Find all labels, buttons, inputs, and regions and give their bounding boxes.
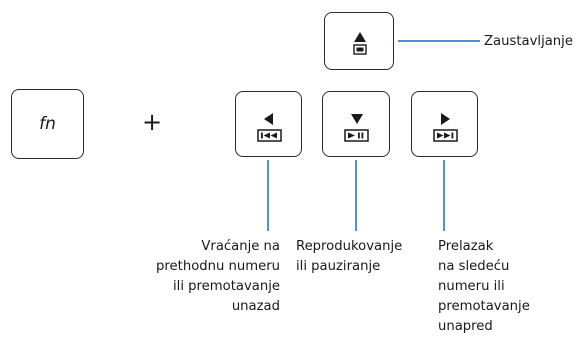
right-arrow-key[interactable] [411,91,478,157]
label-next-line: unapred [438,319,493,334]
label-previous-line: unazad [231,299,280,314]
label-next-line: numeru ili [438,279,505,294]
down-arrow-key[interactable] [322,91,390,157]
plus-sign: + [142,108,163,136]
label-play-line: ili pauziranje [296,259,381,274]
play-pause-icon [344,114,369,142]
fn-key-label: fn [39,114,56,134]
label-previous-line: prethodnu numeru [156,259,280,274]
fast-forward-icon [433,113,458,142]
label-next-line: Prelazak [438,239,494,254]
label-previous-line: Vraćanje na [201,239,280,254]
label-play-line: Reprodukovanje [296,239,403,254]
fn-key[interactable]: fn [11,89,84,159]
label-next-line: premotavanje [438,299,530,314]
label-previous-track: Vraćanje na prethodnu numeru ili premota… [156,237,280,317]
label-previous-line: ili premotavanje [173,279,280,294]
up-arrow-key[interactable] [324,12,394,70]
rewind-icon [257,113,282,142]
eject-up-arrow-icon [353,32,367,55]
label-next-track: Prelazak na sledeću numeru ili premotava… [438,237,530,337]
label-stop: Zaustavljanje [484,34,573,49]
label-play-pause: Reprodukovanje ili pauziranje [296,237,402,277]
left-arrow-key[interactable] [235,91,302,157]
label-next-line: na sledeću [438,259,510,274]
